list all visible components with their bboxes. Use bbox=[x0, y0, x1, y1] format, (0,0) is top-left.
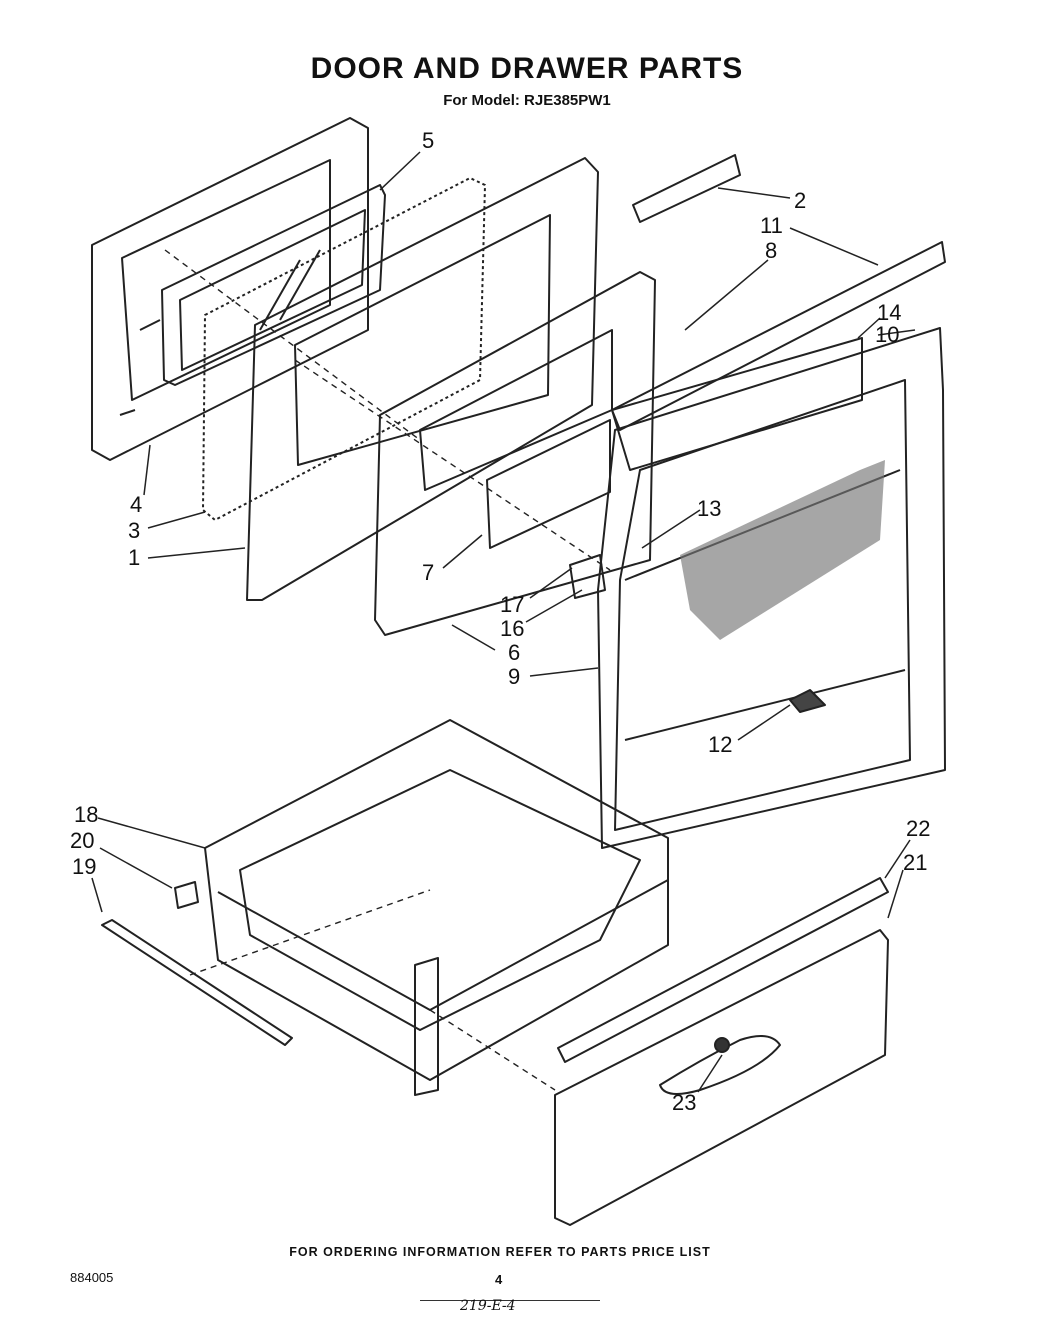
alignment-lines bbox=[164, 249, 611, 1091]
hinge-bracket-drawing bbox=[632, 154, 741, 223]
callout-13: 13 bbox=[697, 496, 721, 521]
callout-7: 7 bbox=[422, 560, 434, 585]
callout-1: 1 bbox=[128, 545, 140, 570]
model-subtitle: For Model: RJE385PW1 bbox=[443, 92, 611, 109]
drawer-rail-drawing bbox=[101, 919, 293, 1046]
callout-2: 2 bbox=[794, 188, 806, 213]
outer-door-panel-drawing bbox=[91, 117, 369, 461]
door-hinge-drawing bbox=[569, 554, 606, 599]
page-number: 4 bbox=[495, 1272, 503, 1287]
callout-6: 6 bbox=[508, 640, 520, 665]
callout-23: 23 bbox=[672, 1090, 696, 1115]
drawer-knob-drawing bbox=[714, 1037, 730, 1053]
top-trim-drawing bbox=[611, 241, 946, 431]
callout-8: 8 bbox=[765, 238, 777, 263]
ordering-note: FOR ORDERING INFORMATION REFER TO PARTS … bbox=[289, 1245, 711, 1259]
drawer-roller-drawing bbox=[174, 881, 199, 909]
drawer-handle-drawing bbox=[659, 1035, 781, 1095]
callout-17: 17 bbox=[500, 592, 524, 617]
callout-5: 5 bbox=[422, 128, 434, 153]
small-window-glass-drawing bbox=[486, 419, 611, 549]
callout-21: 21 bbox=[903, 850, 927, 875]
callout-4: 4 bbox=[130, 492, 142, 517]
callout-16: 16 bbox=[500, 616, 524, 641]
vent-strip-drawing bbox=[611, 337, 863, 471]
callout-18: 18 bbox=[74, 802, 98, 827]
leader-lines bbox=[91, 151, 916, 1093]
drawer-front-panel-drawing bbox=[554, 929, 889, 1226]
drawer-trim-drawing bbox=[557, 877, 889, 1063]
callout-10: 10 bbox=[875, 322, 899, 347]
door-glass-drawing bbox=[161, 184, 386, 386]
oven-window-mesh bbox=[680, 460, 885, 640]
callout-14: 14 bbox=[877, 300, 901, 325]
diagram-title: DOOR AND DRAWER PARTS bbox=[310, 52, 744, 85]
handwritten-code: 219-E-4 bbox=[460, 1298, 516, 1314]
callout-20: 20 bbox=[70, 828, 94, 853]
inner-door-frame-drawing bbox=[246, 157, 599, 601]
callout-12: 12 bbox=[708, 732, 732, 757]
callout-9: 9 bbox=[508, 664, 520, 689]
handwritten-underline bbox=[420, 1300, 600, 1301]
callout-11: 11 bbox=[760, 213, 783, 238]
diagram-number: 884005 bbox=[70, 1270, 114, 1285]
callout-19: 19 bbox=[72, 854, 96, 879]
door-handle-drawing bbox=[789, 689, 826, 713]
callout-3: 3 bbox=[128, 518, 140, 543]
callout-22: 22 bbox=[906, 816, 930, 841]
